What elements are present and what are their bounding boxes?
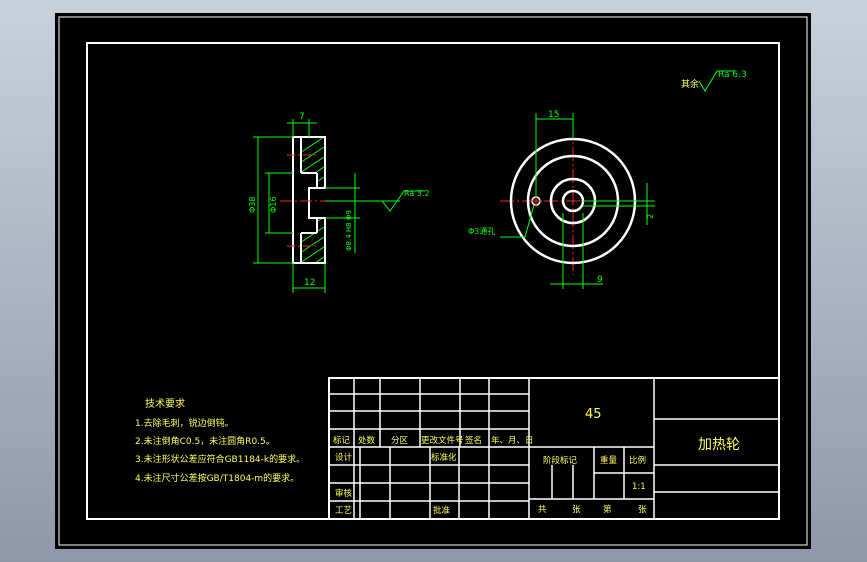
dim-outer-diameter: Φ38: [248, 197, 257, 213]
tech-req-item: 3.未注形状公差应符合GB1184-k的要求。: [135, 453, 305, 465]
dim-front-bottom: 9: [597, 275, 603, 285]
role-design: 设计: [335, 452, 353, 463]
tech-req-heading: 技术要求: [145, 397, 185, 410]
role-review: 审核: [335, 488, 353, 499]
tech-req-item: 1.去除毛刺，锐边倒钝。: [135, 417, 234, 429]
role-standardize: 标准化: [431, 452, 457, 463]
role-approve: 批准: [433, 505, 451, 516]
role-process: 工艺: [335, 506, 352, 516]
header-date: 年、月、日: [491, 435, 534, 446]
sheets-total: 共: [538, 505, 547, 515]
header-zone: 分区: [391, 436, 409, 446]
roughness-note-prefix: 其余: [681, 78, 699, 90]
sheets-unit: 张: [572, 505, 581, 515]
weight: 重量: [600, 455, 618, 466]
section-view: 7 12 Φ38 Φ16 Φ8.4 H8 Φ9 Ra 3.2: [248, 112, 430, 293]
roughness-note-value: Ra 6.3: [718, 70, 747, 80]
scale: 比例: [629, 455, 646, 466]
tech-req-item: 4.未注尺寸公差按GB/T1804-m的要求。: [135, 472, 299, 484]
general-roughness-note: 其余 Ra 6.3: [681, 70, 747, 92]
header-mark: 标记: [333, 435, 351, 446]
title-block: 标记 处数 分区 更改文件号 签名 年、月、日 设计 标准化 审核 工艺 批准 …: [328, 377, 780, 520]
section-roughness: Ra 3.2: [404, 189, 430, 198]
through-hole-label: Φ3通孔: [468, 226, 495, 236]
front-view: 15 2 9 Φ3通孔: [468, 110, 655, 289]
part-outline: [292, 136, 326, 264]
drawing-viewport[interactable]: 其余 Ra 6.3: [55, 13, 811, 549]
dim-section-bottom: 12: [304, 278, 315, 288]
dim-section-top: 7: [299, 112, 305, 122]
header-signature: 签名: [465, 435, 482, 446]
cad-drawing: 其余 Ra 6.3: [58, 16, 808, 546]
sheets-number: 第: [603, 504, 612, 515]
dim-bore-diameter: Φ9: [345, 210, 353, 220]
header-count: 处数: [358, 435, 376, 446]
material: 45: [585, 407, 602, 422]
tech-req-item: 2.未注倒角C0.5，未注圆角R0.5。: [135, 435, 275, 447]
drawing-title: 加热轮: [698, 437, 740, 453]
dim-front-top: 15: [548, 110, 559, 120]
scale-value: 1:1: [632, 482, 646, 492]
dim-groove-diameter: Φ8.4 H8: [345, 222, 353, 251]
dim-front-right: 2: [646, 214, 655, 219]
header-change-doc: 更改文件号: [421, 435, 464, 446]
dim-inner-diameter: Φ16: [269, 197, 278, 213]
sheets-unit: 张: [638, 505, 647, 515]
stage-mark: 阶段标记: [543, 455, 578, 466]
tech-requirements: 技术要求 1.去除毛刺，锐边倒钝。 2.未注倒角C0.5，未注圆角R0.5。 3…: [135, 397, 305, 484]
outer-frame: [58, 16, 808, 546]
